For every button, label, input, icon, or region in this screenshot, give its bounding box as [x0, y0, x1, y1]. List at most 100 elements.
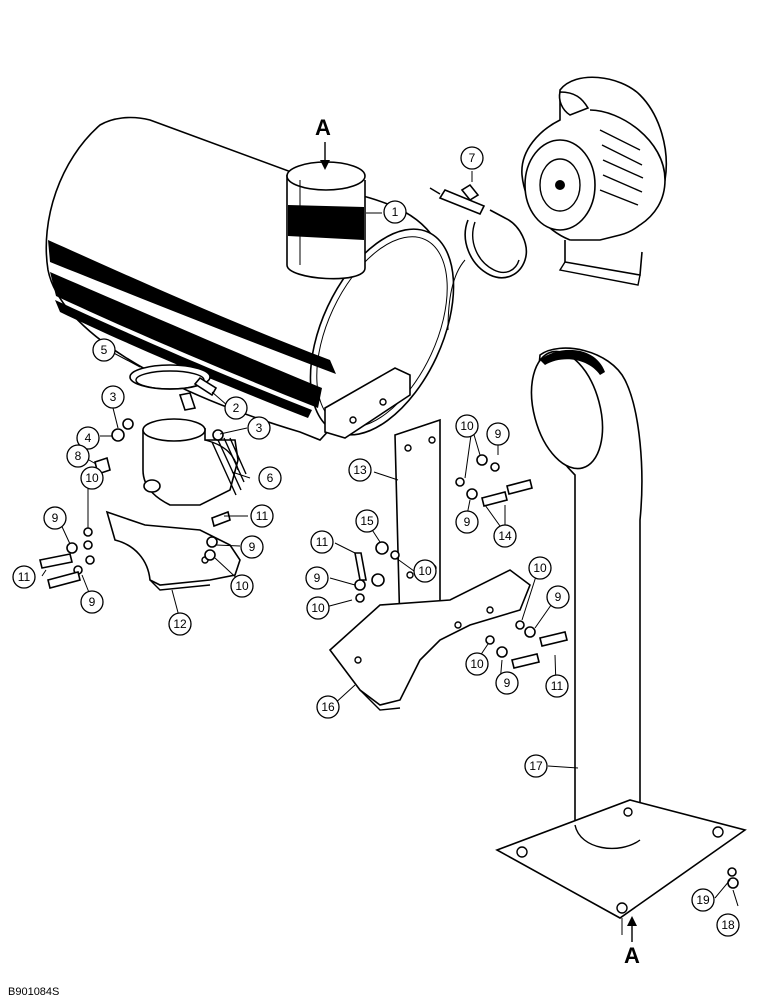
callout-15: 15 [355, 509, 379, 533]
callout-circle [101, 385, 125, 409]
callout-17: 17 [524, 754, 548, 778]
callout-9: 9 [305, 566, 329, 590]
callout-circle [348, 458, 372, 482]
callout-2: 2 [224, 396, 248, 420]
callout-number: 10 [85, 471, 99, 485]
callout-9: 9 [240, 535, 264, 559]
callout-number: 11 [551, 679, 564, 693]
turbocharger [521, 76, 668, 286]
callout-number: 18 [721, 918, 735, 932]
callout-number: 10 [311, 601, 325, 615]
callout-circle [43, 506, 67, 530]
callout-8: 8 [66, 444, 90, 468]
callout-number: 10 [418, 564, 432, 578]
callout-number: 10 [470, 657, 484, 671]
callout-circle [486, 422, 510, 446]
callout-circle [495, 671, 519, 695]
callout-circle [691, 888, 715, 912]
exhaust-stack [495, 347, 747, 935]
callout-10: 10 [528, 556, 552, 580]
callout-circle [383, 200, 407, 224]
callout-circle [168, 612, 192, 636]
callout-18: 18 [716, 913, 740, 937]
callout-circle [355, 509, 379, 533]
callout-number: 10 [235, 579, 249, 593]
callout-number: 17 [529, 759, 543, 773]
callout-11: 11 [250, 504, 274, 528]
callout-circle [546, 585, 570, 609]
callout-number: 10 [460, 419, 474, 433]
section-letter-bottom: A [624, 943, 640, 968]
callout-9: 9 [495, 671, 519, 695]
callout-19: 19 [691, 888, 715, 912]
document-id: B901084S [8, 986, 59, 998]
section-marker-top: A [315, 115, 331, 170]
callout-number: 15 [360, 514, 374, 528]
v-band-clamp [429, 183, 527, 279]
callout-10: 10 [80, 466, 104, 490]
callout-number: 9 [495, 427, 502, 441]
callout-10: 10 [413, 559, 437, 583]
callout-circle [76, 426, 100, 450]
lower-support-bracket [328, 569, 531, 711]
callout-number: 9 [464, 515, 471, 529]
callout-number: 11 [18, 570, 31, 584]
callout-9: 9 [546, 585, 570, 609]
callout-number: 9 [249, 540, 256, 554]
callout-number: 9 [52, 511, 59, 525]
callout-3: 3 [247, 416, 271, 440]
callout-number: 5 [101, 343, 108, 357]
callout-circle [240, 535, 264, 559]
callout-7: 7 [460, 146, 484, 170]
callout-circle [66, 444, 90, 468]
callout-number: 3 [256, 421, 263, 435]
callout-circle [465, 652, 489, 676]
muffler-inlet-pipe [286, 161, 366, 280]
callout-circle [413, 559, 437, 583]
callout-number: 19 [696, 893, 710, 907]
vertical-mounting-bracket [394, 418, 441, 632]
callout-number: 12 [173, 617, 187, 631]
callout-circle [545, 674, 569, 698]
callout-circle [493, 524, 517, 548]
inlet-clamp [129, 364, 218, 411]
callout-9: 9 [80, 590, 104, 614]
callout-number: 13 [353, 463, 367, 477]
callout-circle [250, 504, 274, 528]
callout-circle [310, 530, 334, 554]
callout-10: 10 [465, 652, 489, 676]
callout-circle [524, 754, 548, 778]
callout-circle [716, 913, 740, 937]
callout-circle [316, 695, 340, 719]
callout-11: 11 [545, 674, 569, 698]
callout-circle [455, 414, 479, 438]
callout-circle [455, 510, 479, 534]
callout-11: 11 [12, 565, 36, 589]
callout-number: 11 [316, 535, 329, 549]
callout-circle [80, 590, 104, 614]
callout-1: 1 [383, 200, 407, 224]
callout-6: 6 [258, 466, 282, 490]
callout-number: 6 [267, 471, 274, 485]
callout-number: 10 [533, 561, 547, 575]
exhaust-elbow [142, 418, 247, 506]
callout-circle [305, 566, 329, 590]
callout-3: 3 [101, 385, 125, 409]
callout-number: 4 [85, 431, 92, 445]
callout-circle [224, 396, 248, 420]
callout-5: 5 [92, 338, 116, 362]
callout-number: 14 [498, 529, 512, 543]
muffler-mounting-tab [324, 367, 411, 439]
callout-circle [306, 596, 330, 620]
callout-number: 11 [256, 509, 269, 523]
callout-circle [92, 338, 116, 362]
callout-10: 10 [230, 574, 254, 598]
callout-10: 10 [306, 596, 330, 620]
callout-number: 9 [504, 676, 511, 690]
callout-10: 10 [455, 414, 479, 438]
callout-circle [528, 556, 552, 580]
callout-circle [230, 574, 254, 598]
callout-number: 16 [321, 700, 335, 714]
callout-9: 9 [455, 510, 479, 534]
